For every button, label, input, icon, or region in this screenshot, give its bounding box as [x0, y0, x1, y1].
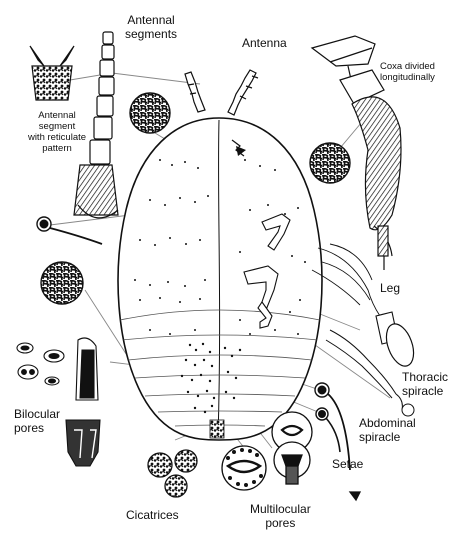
detached-leg	[310, 35, 402, 270]
label-segment-pattern-line3: with reticulate	[27, 132, 87, 143]
label-abdominal-line2: spiracle	[359, 430, 401, 444]
label-coxa-line1: Coxa divided	[380, 61, 435, 72]
label-coxa-line2: longitudinally	[380, 72, 435, 83]
reticulate-pattern-circle-top	[129, 92, 171, 134]
body-legs	[243, 213, 291, 329]
label-bilocular-line1: Bilocular	[14, 407, 61, 421]
label-antennal-segments: Antennal segments	[125, 13, 177, 41]
body-antennae	[184, 69, 259, 116]
label-multilocular-line2: pores	[265, 516, 296, 530]
reticulate-pattern-circle-right	[309, 142, 351, 184]
label-bilocular-line2: pores	[14, 421, 45, 435]
setae-right	[314, 382, 351, 471]
bilocular-pores	[16, 337, 101, 467]
label-thoracic-line1: Thoracic	[402, 370, 449, 384]
label-thoracic-line2: spiracle	[402, 384, 444, 398]
detached-antenna	[73, 31, 119, 219]
cicatrices	[147, 449, 198, 498]
label-segment-pattern-line2: segment	[38, 121, 76, 132]
abdominal-spiracle	[325, 329, 415, 417]
antennal-segment-detail	[29, 45, 75, 101]
label-cicatrices: Cicatrices	[126, 508, 179, 522]
multilocular-pores	[221, 411, 362, 502]
thoracic-spiracle	[311, 243, 415, 367]
label-coxa: Coxa divided longitudinally	[380, 61, 435, 83]
label-setae: Setae	[332, 457, 364, 471]
label-abdominal-line1: Abdominal	[359, 416, 416, 430]
label-segment-pattern-line1: Antennal	[38, 110, 76, 121]
label-bilocular-pores: Bilocular pores	[14, 407, 60, 435]
reticulate-pattern-circle-left	[40, 261, 84, 305]
insect-body	[117, 117, 323, 441]
label-segment-pattern-line4: pattern	[42, 143, 72, 154]
label-antennal-segment-pattern: Antennal segment with reticulate pattern	[27, 110, 87, 154]
label-leg: Leg	[380, 281, 401, 295]
label-multilocular-pores: Multilocular pores	[250, 502, 311, 530]
label-antennal-segments-line2: segments	[125, 27, 178, 41]
label-abdominal-spiracle: Abdominal spiracle	[359, 416, 416, 444]
label-antennal-segments-line1: Antennal	[127, 13, 175, 27]
label-multilocular-line1: Multilocular	[250, 502, 311, 516]
seta-left	[36, 216, 103, 245]
label-thoracic-spiracle: Thoracic spiracle	[402, 370, 448, 398]
label-antenna: Antenna	[242, 36, 287, 50]
